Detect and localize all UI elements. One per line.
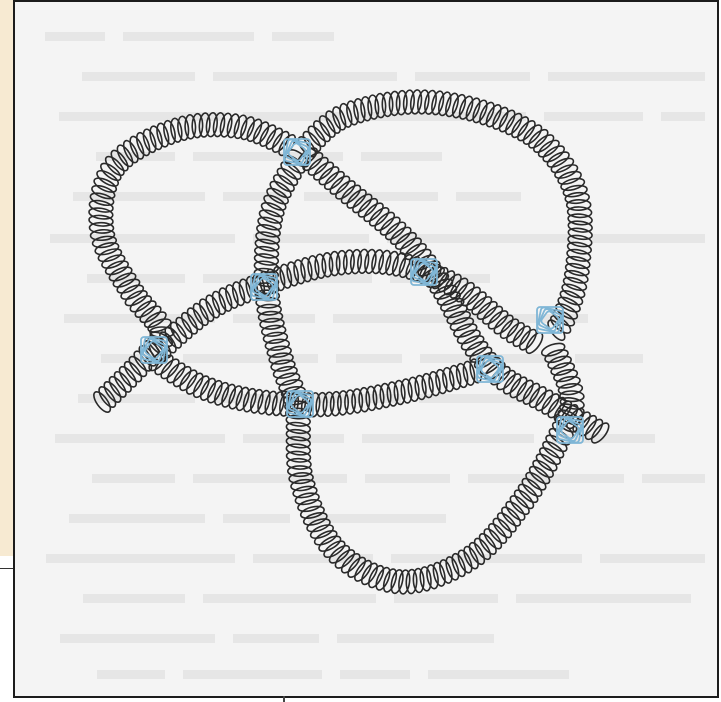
bottom-loop-coil-turn: [466, 540, 487, 566]
lower-band-coil-turn: [421, 373, 434, 398]
middle-band-coil-turn: [278, 263, 293, 289]
bottom-loop-coil-turn: [419, 566, 432, 591]
right-loop-coil-turn: [564, 261, 590, 277]
lower-band-coil-turn: [428, 371, 442, 396]
coiled-chain-figure: [15, 2, 717, 696]
side-panel: [0, 0, 13, 556]
right-loop-coil-turn: [563, 268, 589, 285]
left-loop-coil-turn: [146, 316, 172, 334]
left-loop-coil-turn: [88, 199, 114, 214]
left-loop-coil-turn: [114, 143, 135, 169]
bottom-loop-coil-turn: [275, 371, 301, 387]
lower-band-coil-turn: [414, 375, 427, 400]
crop-edge-line: [0, 568, 14, 569]
middle-band-coil-turn: [179, 310, 201, 336]
bottom-loop-coil-turn: [472, 536, 494, 562]
lower-band-coil-turn: [226, 384, 244, 410]
middle-band-coil-turn: [384, 250, 401, 276]
lower-band-coil-turn: [448, 365, 462, 390]
right-loop-coil-turn: [345, 100, 360, 126]
bottom-tick: [283, 696, 285, 702]
left-loop-coil-turn: [123, 288, 149, 309]
middle-band-coil-turn: [185, 306, 206, 332]
right-loop-coil-turn: [541, 143, 567, 165]
middle-band-coil-turn: [168, 320, 190, 346]
bottom-loop-coil-turn: [560, 391, 584, 402]
bottom-loop-coil-turn: [292, 485, 317, 499]
bottom-loop-coil-turn: [270, 359, 295, 373]
lower-band-coil-turn: [455, 363, 469, 388]
bottom-loop-coil-turn: [297, 498, 323, 514]
lower-band-coil-turn: [441, 367, 455, 392]
right-loop-coil-turn: [437, 91, 454, 117]
bottom-loop-coil-turn: [263, 331, 288, 344]
bottom-loop-coil-turn: [290, 478, 315, 492]
bottom-loop-coil-turn: [425, 564, 440, 590]
bottom-loop-coil-turn: [398, 569, 412, 594]
lower-band-coil-turn: [407, 377, 420, 402]
bottom-loop-coil-turn: [269, 352, 294, 365]
right-loop-coil-turn: [317, 114, 338, 140]
left-loop-coil-turn: [92, 175, 118, 195]
lower-band-coil-turn: [435, 369, 449, 394]
middle-band-coil-turn: [191, 301, 212, 327]
bottom-loop-coil-turn: [294, 491, 320, 506]
bottom-loop-coil-turn: [317, 533, 343, 554]
bottom-loop-coil-turn: [413, 568, 425, 593]
right-loop-coil-turn: [443, 92, 460, 118]
left-loop-coil-turn: [128, 293, 154, 315]
lower-band-coil-turn: [234, 386, 252, 412]
middle-band-coil-turn: [377, 249, 393, 275]
bottom-loop-coil-turn: [558, 383, 583, 396]
bottom-loop-coil-turn: [555, 375, 581, 390]
middle-band-coil-turn: [173, 315, 195, 341]
left-loop-coil-turn: [162, 120, 177, 146]
figure-frame: [13, 0, 719, 698]
left-loop-coil-turn: [225, 113, 241, 139]
bottom-loop-coil-turn: [272, 365, 298, 380]
right-loop-coil-turn: [545, 149, 571, 170]
bottom-loop-coil-turn: [289, 472, 314, 484]
